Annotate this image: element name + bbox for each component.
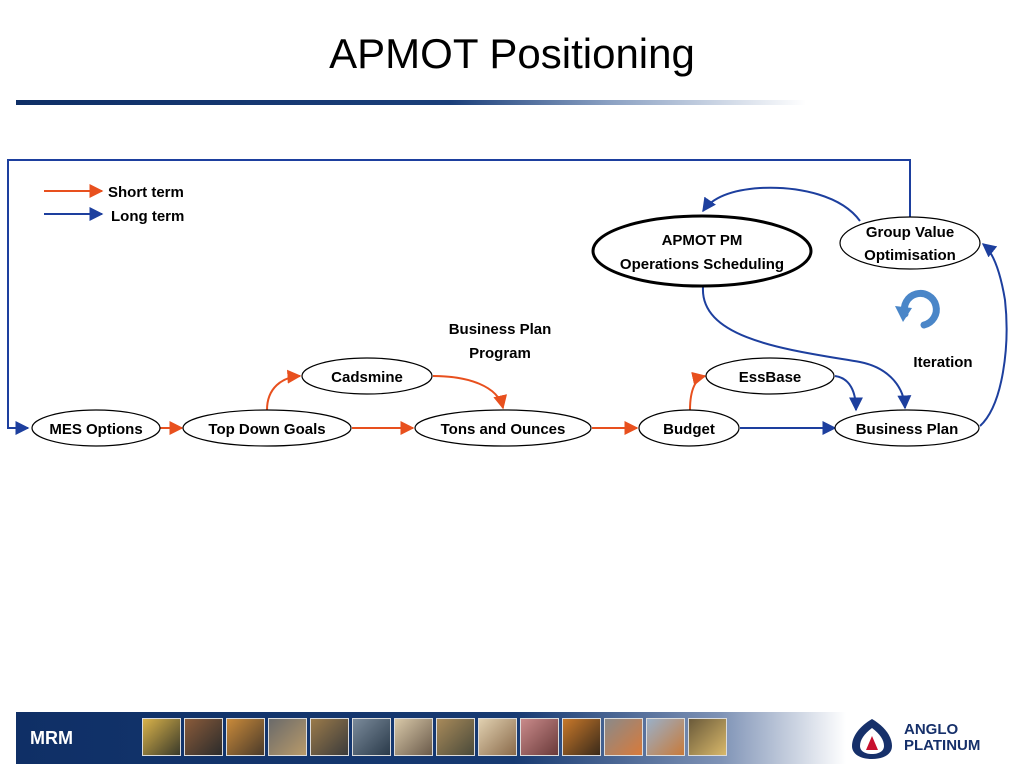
arrow-essbase-to-businessplan xyxy=(834,375,863,412)
brand-name-line: PLATINUM xyxy=(904,737,981,754)
slide-title: APMOT Positioning xyxy=(329,30,695,77)
node-mes-options: MES Options xyxy=(31,409,161,447)
brand-name: ANGLO PLATINUM xyxy=(904,722,980,754)
footer-label: MRM xyxy=(30,728,73,748)
photo-thumbnail xyxy=(604,718,643,756)
svg-text:Top Down Goals: Top Down Goals xyxy=(208,421,325,438)
svg-text:Operations Scheduling: Operations Scheduling xyxy=(620,256,784,273)
node-budget: Budget xyxy=(638,409,740,447)
anglo-platinum-logo-icon xyxy=(852,719,892,759)
svg-text:APMOT PM: APMOT PM xyxy=(662,232,743,249)
node-apmot-pm: APMOT PM Operations Scheduling xyxy=(591,214,813,288)
business-plan-program-label-1: Business Plan xyxy=(449,321,552,338)
photo-thumbnail xyxy=(646,718,685,756)
iteration-label: Iteration xyxy=(913,354,972,371)
arrow-topdown-to-cadsmine xyxy=(266,369,302,411)
node-group-value-optimisation: Group Value Optimisation xyxy=(839,216,981,270)
brand-name-line: ANGLO xyxy=(904,721,959,738)
photo-strip xyxy=(142,718,727,758)
node-top-down-goals: Top Down Goals xyxy=(182,409,352,447)
svg-text:MES Options: MES Options xyxy=(49,421,142,438)
photo-thumbnail xyxy=(310,718,349,756)
refresh-cycle-icon xyxy=(895,289,940,329)
anglo-platinum-logo: ANGLO PLATINUM xyxy=(846,716,1006,762)
photo-thumbnail xyxy=(142,718,181,756)
flow-diagram: Short term Long term MES Options Top Dow… xyxy=(7,159,1008,447)
photo-thumbnail xyxy=(184,718,223,756)
photo-thumbnail xyxy=(436,718,475,756)
photo-thumbnail xyxy=(268,718,307,756)
svg-text:Optimisation: Optimisation xyxy=(864,247,956,264)
node-tons-and-ounces: Tons and Ounces xyxy=(414,409,592,447)
title-divider xyxy=(16,100,806,105)
footer-bar: MRM ANGLO PLATINUM xyxy=(0,712,1024,768)
svg-text:EssBase: EssBase xyxy=(739,369,802,386)
svg-text:Business Plan: Business Plan xyxy=(856,421,959,438)
node-essbase: EssBase xyxy=(705,357,835,395)
arrow-apmot-to-businessplan xyxy=(701,286,912,410)
photo-thumbnail xyxy=(562,718,601,756)
arrow-cadsmine-to-tons xyxy=(432,375,508,410)
photo-thumbnail xyxy=(394,718,433,756)
svg-text:Tons and Ounces: Tons and Ounces xyxy=(441,421,566,438)
arrow-groupvalue-to-apmot xyxy=(702,186,861,222)
svg-text:Group Value: Group Value xyxy=(866,224,954,241)
arrow-feedback-to-mes xyxy=(7,159,911,435)
node-cadsmine: Cadsmine xyxy=(301,357,433,395)
photo-thumbnail xyxy=(478,718,517,756)
node-business-plan: Business Plan xyxy=(834,409,980,447)
photo-thumbnail xyxy=(520,718,559,756)
svg-text:Cadsmine: Cadsmine xyxy=(331,369,403,386)
arrow-businessplan-to-groupvalue xyxy=(979,243,1008,427)
legend-long-term-label: Long term xyxy=(111,208,184,225)
business-plan-program-label-2: Program xyxy=(469,345,531,362)
svg-text:Budget: Budget xyxy=(663,421,715,438)
arrow-budget-to-essbase xyxy=(689,371,707,411)
photo-thumbnail xyxy=(688,718,727,756)
legend-short-term-label: Short term xyxy=(108,184,184,201)
photo-thumbnail xyxy=(226,718,265,756)
photo-thumbnail xyxy=(352,718,391,756)
